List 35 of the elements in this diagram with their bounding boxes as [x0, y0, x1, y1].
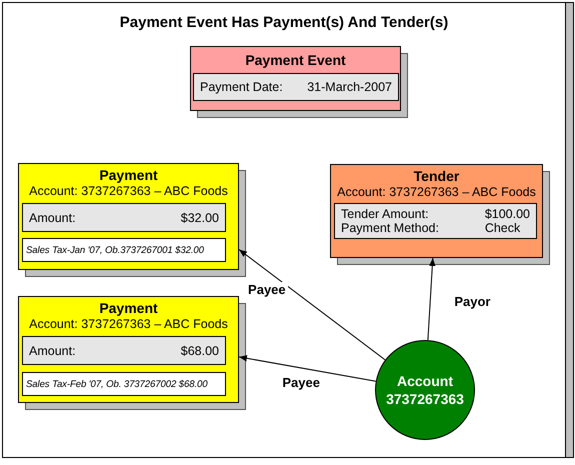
record-card: [18, 296, 246, 410]
field-label: Amount:: [29, 344, 77, 358]
card-heading: Payment Event: [244, 52, 347, 68]
account-line: Account: 3737267363 – ABC Foods: [336, 185, 537, 199]
note-text: Sales Tax-Jan '07, Ob.3737267001 $32.00: [22, 238, 226, 262]
field-value: Check: [484, 221, 522, 235]
field-value: $32.00: [180, 210, 219, 224]
edge-label: Payor: [452, 294, 492, 310]
edge-label: Payee: [246, 282, 288, 297]
field-panel: [22, 336, 226, 365]
field-value: $100.00: [484, 207, 530, 221]
field-label: Payment Method:: [341, 221, 440, 235]
field-label: Payment Date:: [200, 80, 284, 94]
card-heading: Payment: [98, 300, 159, 316]
record-card: [18, 163, 246, 277]
record-card: [330, 164, 550, 265]
note-text: Sales Tax-Feb '07, Ob. 3737267002 $68.00: [22, 372, 226, 396]
field-panel: [22, 203, 226, 232]
field-value: 31-March-2007: [307, 80, 392, 94]
field-label: Tender Amount:: [341, 207, 430, 221]
field-panel: [334, 203, 537, 239]
field-panel: [193, 73, 399, 101]
card-heading: Payment: [98, 167, 159, 183]
account-line: Account: 3737267363 – ABC Foods: [28, 317, 229, 331]
edge-label: Payee: [280, 375, 322, 390]
diagram-title: Payment Event Has Payment(s) And Tender(s): [118, 14, 450, 31]
card-heading: Tender: [412, 168, 460, 184]
arrow: [238, 249, 386, 360]
field-value: $68.00: [180, 344, 219, 358]
record-card: [190, 46, 408, 118]
account-line: Account: 3737267363 – ABC Foods: [28, 184, 229, 198]
field-label: Amount:: [29, 210, 77, 224]
arrow: [427, 258, 436, 341]
arrow: [238, 355, 376, 382]
account-circle: Account 3737267363: [375, 340, 475, 440]
